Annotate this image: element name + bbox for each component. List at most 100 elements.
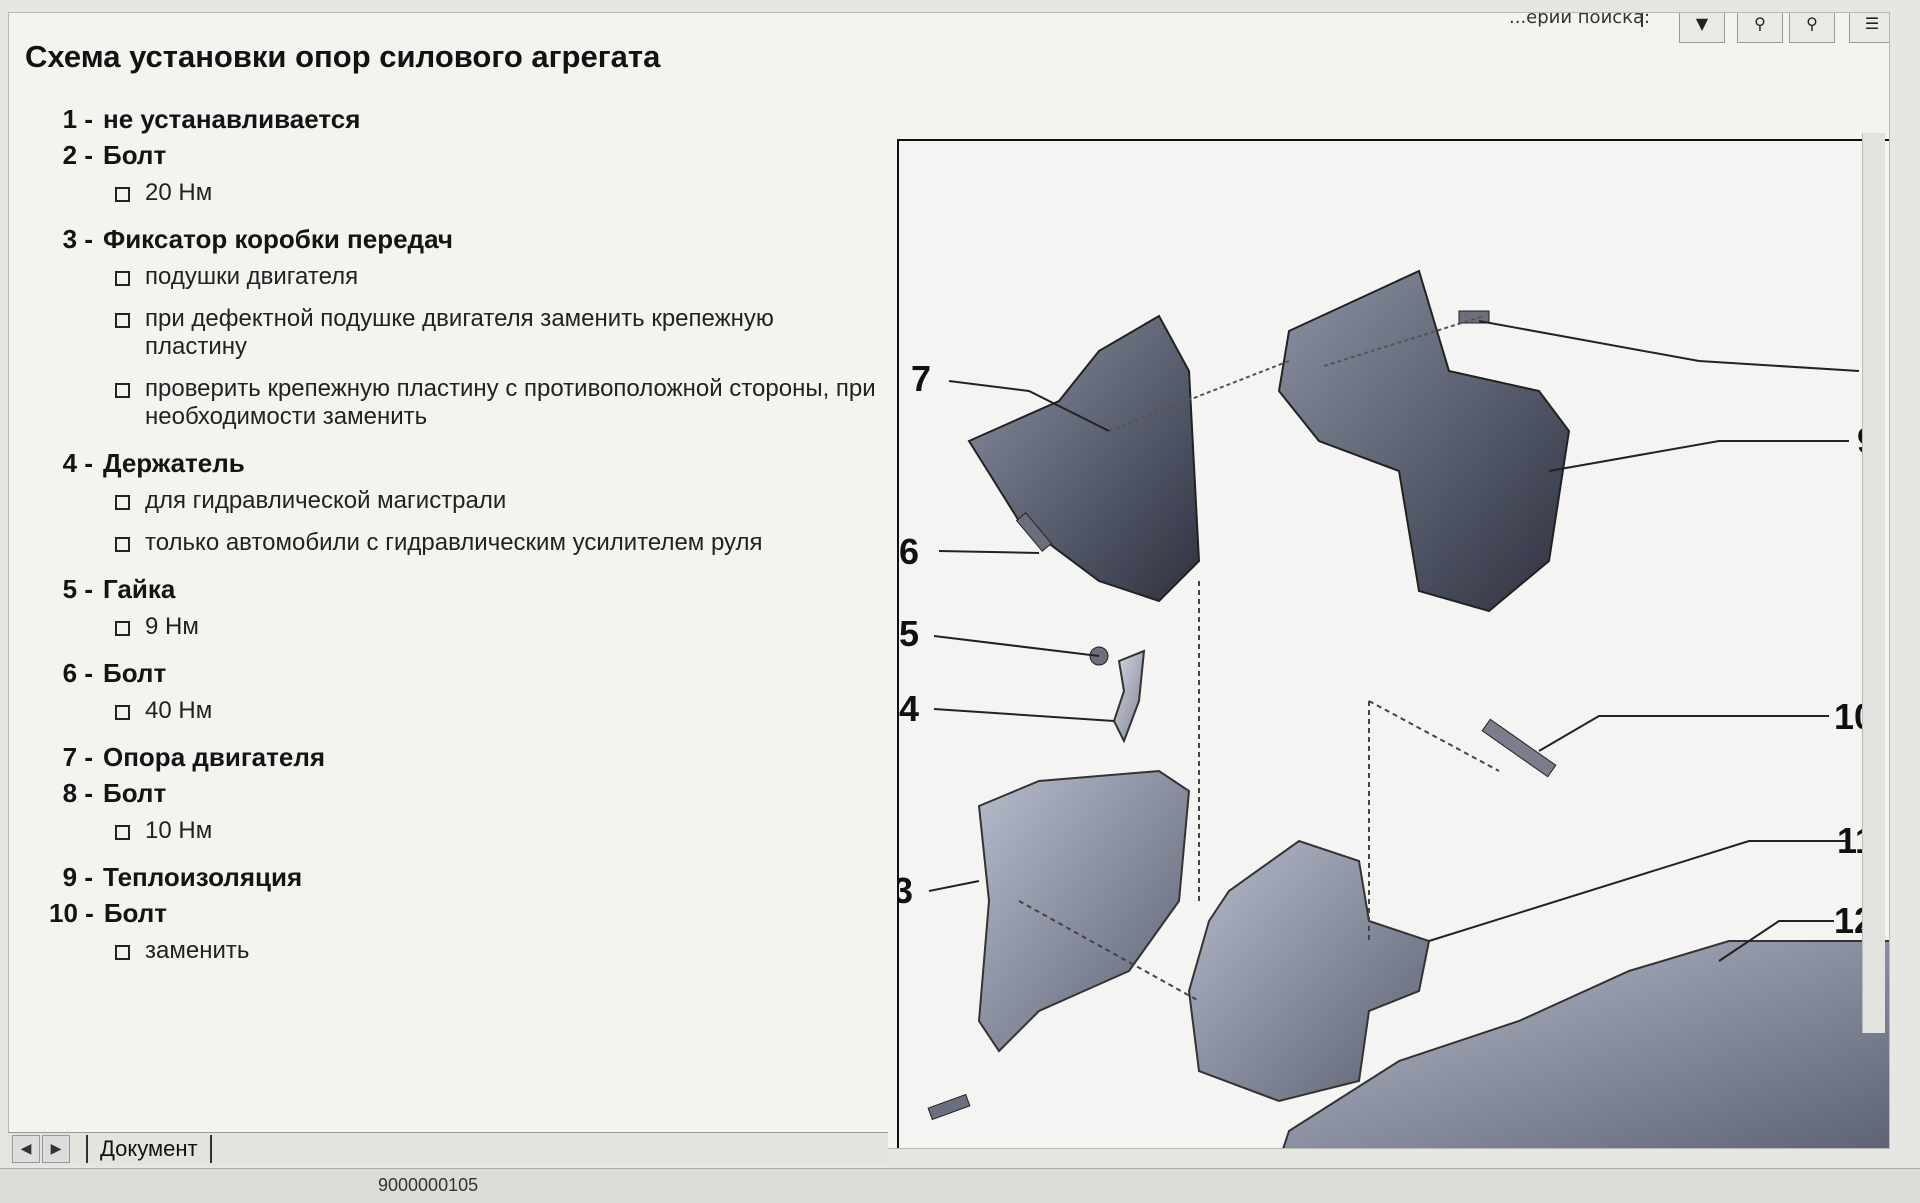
sub-item: заменить: [49, 937, 879, 965]
chevron-down-icon: ▼: [1695, 14, 1709, 33]
vertical-scrollbar[interactable]: [1862, 133, 1885, 1033]
list-item: 1 - не устанавливается: [49, 101, 879, 137]
search-criteria-label: ...ерии поиска:: [1509, 12, 1651, 28]
item-heading: 4 - Держатель: [49, 445, 879, 481]
sub-item: проверить крепежную пластину с противопо…: [49, 375, 879, 431]
leader-lines: [928, 320, 1860, 962]
list-item: 2 - Болт 20 Нм: [49, 137, 879, 207]
item-label: Держатель: [103, 448, 245, 478]
list-item: 9 - Теплоизоляция: [49, 859, 879, 895]
assembly-diagram: 7 8 9 6 5 4 10 11 3 12: [897, 139, 1889, 1148]
item-number: 2 -: [62, 140, 93, 170]
bullet-square-icon: [115, 621, 130, 636]
find-next-button[interactable]: ⚲: [1789, 13, 1835, 43]
list-item: 3 - Фиксатор коробки передач подушки двига…: [49, 221, 879, 431]
arrow-left-icon: ◀: [20, 1141, 32, 1157]
item-heading: 7 -Опора двигателя: [49, 739, 879, 775]
callout-5: 5: [899, 613, 919, 654]
callout-6: 6: [899, 531, 919, 572]
bullet-square-icon: [115, 495, 130, 510]
search-input[interactable]: [1641, 13, 1643, 27]
sub-item-text: 9 Нм: [145, 613, 199, 640]
sub-item-text: при дефектной подушке двигателя заменить…: [145, 305, 774, 360]
bullet-square-icon: [115, 825, 130, 840]
callout-7: 7: [911, 358, 931, 399]
item-number: 10 -: [49, 898, 94, 928]
bullet-square-icon: [115, 537, 130, 552]
list-item: 4 - Держатель для гидравлической магистрал…: [49, 445, 879, 557]
item-number: 3 -: [62, 224, 93, 254]
document-pane: ...ерии поиска: ▼ ⚲ ⚲ ☰ Схема установки …: [8, 12, 1890, 1149]
sub-item-text: только автомобили с гидравлическим усили…: [145, 529, 763, 556]
sub-item-text: 40 Нм: [145, 697, 213, 724]
item-number: 4 -: [62, 448, 93, 478]
item-number: 1 -: [62, 104, 93, 134]
item-label: Болт: [103, 658, 167, 688]
sub-item: 40 Нм: [49, 697, 879, 725]
list-icon: ☰: [1864, 14, 1880, 33]
sub-item: подушки двигателя: [49, 263, 879, 291]
item-heading: 1 - не устанавливается: [49, 101, 879, 137]
list-item: 7 -Опора двигателя: [49, 739, 879, 775]
bolt-10-part: [1481, 718, 1557, 778]
item-label: Опора двигателя: [103, 742, 326, 772]
sub-item-text: 10 Нм: [145, 817, 213, 844]
diagram-svg: 7 8 9 6 5 4 10 11 3 12: [899, 269, 1889, 1148]
callout-4: 4: [899, 688, 919, 729]
sub-item: при дефектной подушке двигателя заменить…: [49, 305, 879, 361]
dropdown-button[interactable]: ▼: [1679, 13, 1725, 43]
engine-mount-part: [967, 314, 1201, 603]
binoculars-icon: ⚲: [1754, 14, 1766, 33]
item-number: 8 -: [62, 778, 93, 808]
list-item: 6 - Болт 40 Нм: [49, 655, 879, 725]
tab-prev-button[interactable]: ◀: [12, 1135, 40, 1163]
find-button[interactable]: ⚲: [1737, 13, 1783, 43]
page-title: Схема установки опор силового агрегата: [25, 39, 661, 74]
item-number: 6 -: [62, 658, 93, 688]
binoculars-next-icon: ⚲: [1806, 14, 1818, 33]
item-heading: 2 - Болт: [49, 137, 879, 173]
item-label: Гайка: [103, 574, 176, 604]
status-bar: 9000000105: [0, 1168, 1920, 1203]
bottom-bolt-part: [927, 1093, 971, 1121]
parts-list: 1 - не устанавливается 2 - Болт 20 Нм 3 - Фикс…: [49, 101, 879, 979]
item-label: Теплоизоляция: [103, 862, 303, 892]
status-document-code: 9000000105: [378, 1175, 479, 1195]
list-item: 10 -Болт заменить: [49, 895, 879, 965]
sub-item: для гидравлической магистрали: [49, 487, 879, 515]
item-label: не устанавливается: [103, 104, 361, 134]
item-label: Болт: [103, 778, 167, 808]
item-heading: 9 - Теплоизоляция: [49, 859, 879, 895]
sub-item-text: заменить: [145, 937, 250, 964]
bullet-square-icon: [115, 705, 130, 720]
engine-pad-part: [1187, 839, 1431, 1103]
bullet-square-icon: [115, 945, 130, 960]
subframe-part: [1282, 940, 1889, 1148]
item-number: 9 -: [62, 862, 93, 892]
item-heading: 10 -Болт: [49, 895, 879, 931]
sub-item: 20 Нм: [49, 179, 879, 207]
document-tab-bar: ◀ ▶ Документ: [8, 1132, 888, 1165]
sub-item: 9 Нм: [49, 613, 879, 641]
item-heading: 3 - Фиксатор коробки передач: [49, 221, 879, 257]
item-label: Фиксатор коробки передач: [103, 224, 453, 254]
sub-item-text: для гидравлической магистрали: [145, 487, 507, 514]
list-item: 5 - Гайка 9 Нм: [49, 571, 879, 641]
holder-4-part: [1112, 649, 1146, 744]
item-number: 5 -: [62, 574, 93, 604]
bullet-square-icon: [115, 271, 130, 286]
toolbar: ...ерии поиска: ▼ ⚲ ⚲ ☰: [1089, 13, 1889, 49]
list-button[interactable]: ☰: [1849, 13, 1889, 43]
gearbox-bracket-part: [977, 769, 1191, 1053]
callout-3: 3: [899, 870, 913, 911]
bullet-square-icon: [115, 187, 130, 202]
tab-document[interactable]: Документ: [86, 1135, 212, 1163]
tab-next-button[interactable]: ▶: [42, 1135, 70, 1163]
item-heading: 6 - Болт: [49, 655, 879, 691]
bullet-square-icon: [115, 313, 130, 328]
bullet-square-icon: [115, 383, 130, 398]
heat-shield-part: [1277, 269, 1571, 613]
item-label: Болт: [103, 140, 167, 170]
bolt-8-part: [1458, 310, 1490, 324]
item-heading: 8 - Болт: [49, 775, 879, 811]
